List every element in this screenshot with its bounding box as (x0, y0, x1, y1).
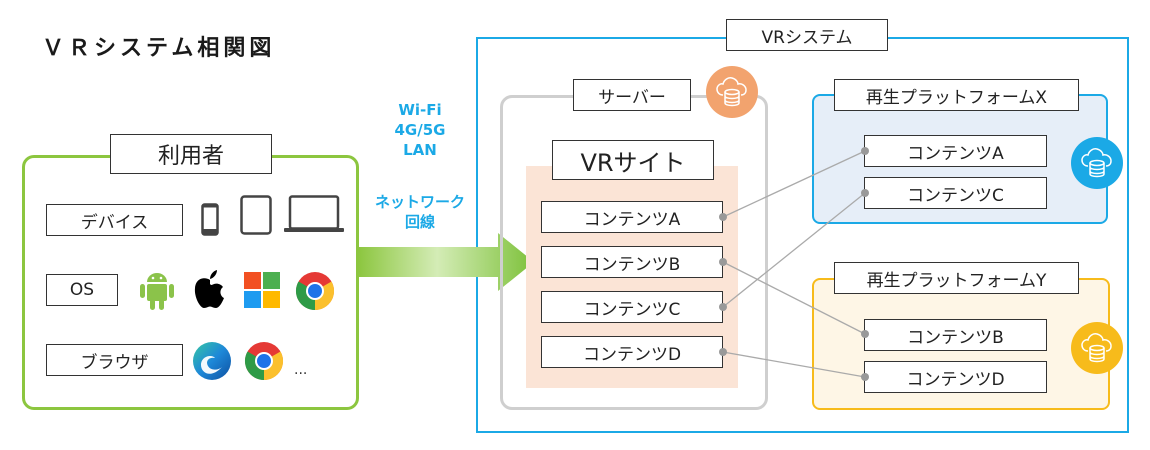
network-type-wifi: Wi-Fi (398, 101, 442, 119)
os-label: OS (46, 274, 118, 306)
windows-icon (244, 272, 280, 308)
site-content-d: コンテンツD (541, 336, 723, 368)
network-arrow (358, 233, 534, 291)
platform-y-content-b: コンテンツB (864, 319, 1047, 351)
users-label: 利用者 (110, 134, 272, 174)
server-cloud-database-icon (706, 66, 758, 118)
chrome-os-icon (295, 272, 335, 311)
network-type-mobile: 4G/5G (394, 121, 446, 139)
platform-y-label: 再生プラットフォームY (834, 262, 1079, 294)
devices-label: デバイス (46, 204, 183, 236)
site-content-c: コンテンツC (541, 291, 723, 323)
diagram-title: ＶＲシステム相関図 (42, 36, 276, 61)
network-types: Wi-Fi 4G/5G LAN (380, 100, 460, 160)
edge-icon (193, 342, 231, 380)
platform-x-content-a: コンテンツA (864, 135, 1047, 167)
platform-y-cloud-database-icon (1071, 322, 1123, 374)
network-label: ネットワーク 回線 (360, 192, 480, 232)
vr-site-label: VRサイト (552, 140, 714, 180)
platform-x-cloud-database-icon (1071, 137, 1123, 189)
platform-y-content-d: コンテンツD (864, 361, 1047, 393)
platform-x-label: 再生プラットフォームX (834, 79, 1079, 111)
apple-icon (194, 270, 224, 308)
vr-system-label: VRシステム (726, 19, 888, 51)
smartphone-icon (201, 203, 219, 236)
site-content-a: コンテンツA (541, 201, 723, 233)
platform-x-content-c: コンテンツC (864, 177, 1047, 209)
more-browsers-ellipsis: ... (294, 362, 308, 378)
site-content-b: コンテンツB (541, 246, 723, 278)
network-type-lan: LAN (403, 141, 437, 159)
browser-label: ブラウザ (46, 344, 183, 376)
network-label-line1: ネットワーク (374, 193, 465, 211)
server-label: サーバー (573, 79, 691, 111)
android-icon (140, 273, 174, 310)
tablet-icon (240, 195, 272, 235)
laptop-icon (284, 195, 344, 232)
chrome-icon (244, 342, 284, 381)
network-label-line2: 回線 (404, 213, 435, 231)
